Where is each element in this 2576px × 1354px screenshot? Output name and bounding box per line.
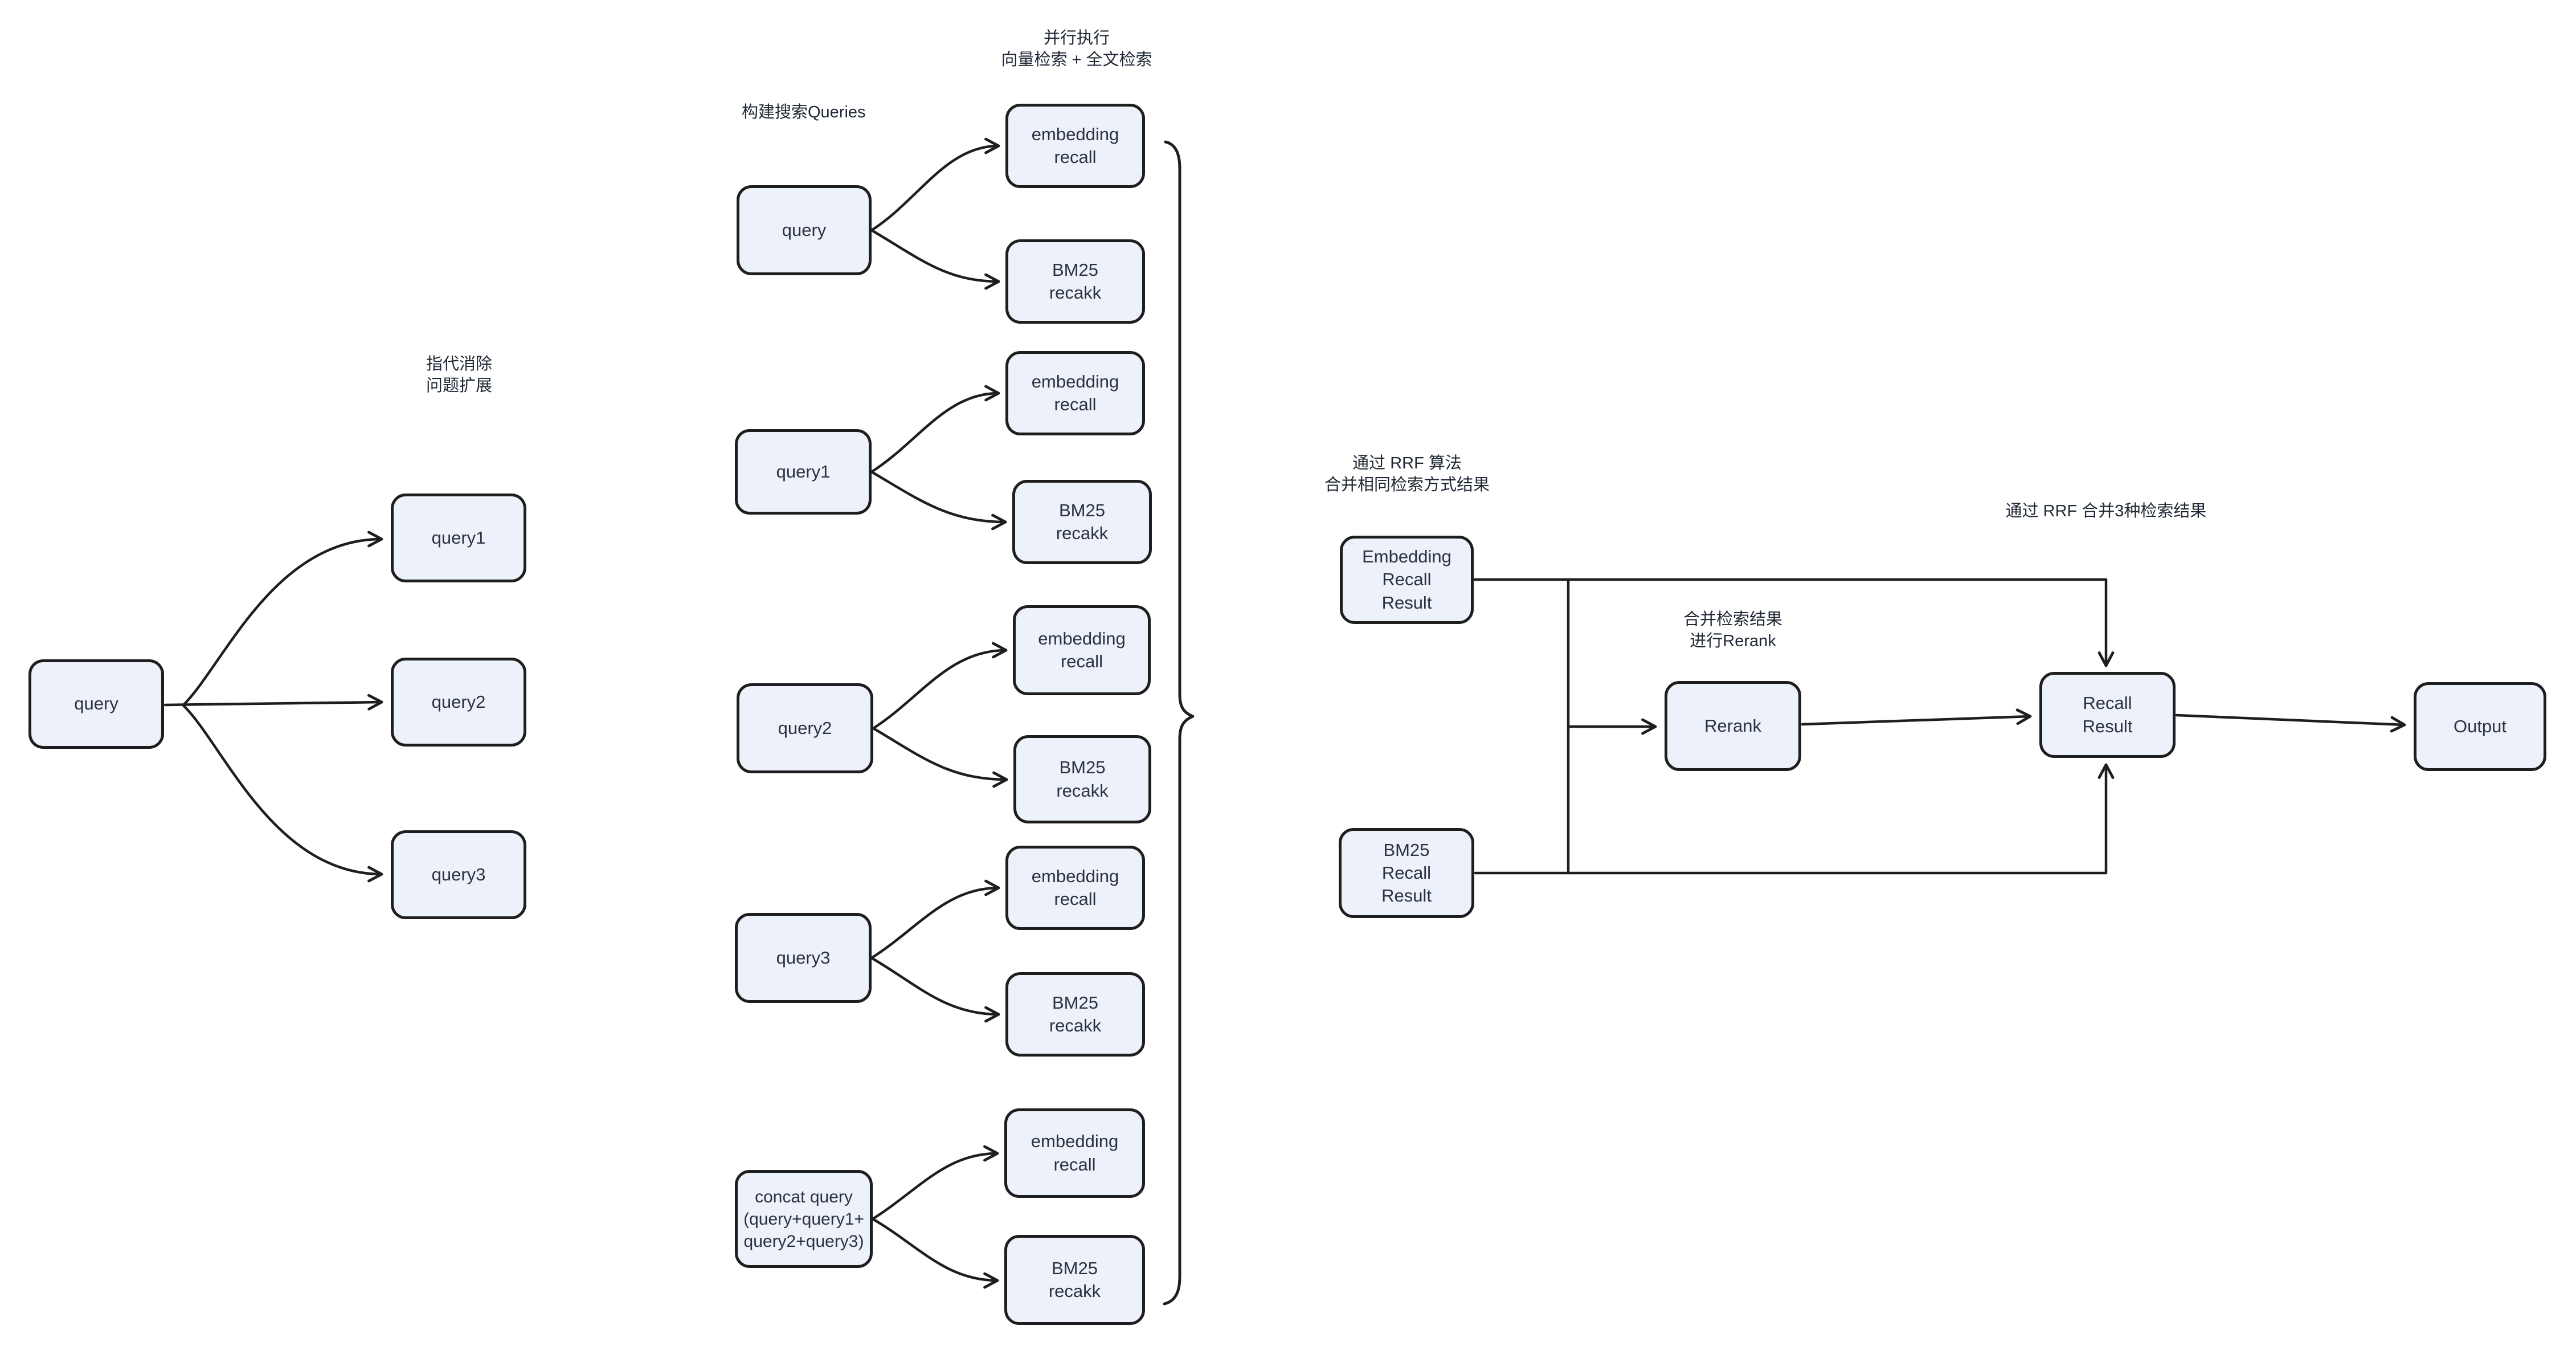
arrow-squery-to-embedding1 — [870, 137, 1000, 232]
node-embedding-recall-4: embedding recall — [1005, 846, 1145, 930]
arrow-squery2-to-bm25-3 — [872, 727, 1008, 788]
arrow-squery-to-bm25-1 — [870, 229, 1000, 290]
arrow-query-to-query1 — [182, 531, 383, 707]
label-build-search-queries: 构建搜索Queries — [742, 103, 866, 121]
node-search-query3: query3 — [735, 913, 872, 1003]
node-bm25-recall-5: BM25 recakk — [1004, 1235, 1145, 1325]
arrow-query-to-query2 — [163, 694, 383, 711]
arrow-concat-to-embedding5 — [871, 1145, 999, 1221]
node-bm25-recall-2: BM25 recakk — [1012, 480, 1152, 564]
node-embedding-recall-5: embedding recall — [1004, 1108, 1145, 1198]
node-expanded-query1: query1 — [391, 494, 526, 582]
node-embedding-recall-result: Embedding Recall Result — [1340, 536, 1474, 624]
arrow-concat-to-bm25-5 — [871, 1217, 999, 1289]
node-bm25-recall-1: BM25 recakk — [1005, 239, 1145, 324]
node-output: Output — [2414, 682, 2546, 771]
arrow-squery3-to-bm25-4 — [870, 956, 1000, 1023]
line-embedding-result-to-recall-top — [1473, 578, 2115, 667]
label-coreference-expansion: 指代消除 问题扩展 — [426, 355, 492, 395]
node-bm25-recall-4: BM25 recakk — [1005, 972, 1145, 1057]
arrow-squery1-to-embedding2 — [870, 385, 1000, 474]
node-rerank: Rerank — [1665, 681, 1801, 771]
node-search-query: query — [737, 185, 872, 275]
collect-brace — [1163, 140, 1195, 1306]
arrow-squery1-to-bm25-2 — [870, 470, 1007, 531]
node-embedding-recall-1: embedding recall — [1005, 104, 1145, 188]
arrow-recall-result-to-output — [2175, 713, 2406, 733]
arrow-query-to-query3 — [182, 704, 383, 883]
node-recall-result: Recall Result — [2039, 672, 2176, 758]
line-bm25-result-to-recall-bottom — [1474, 763, 2115, 875]
node-bm25-recall-3: BM25 recakk — [1013, 735, 1151, 823]
arrow-rerank-to-recall-result — [1801, 708, 2032, 726]
node-bm25-recall-result: BM25 Recall Result — [1339, 828, 1474, 918]
node-expanded-query2: query2 — [391, 658, 526, 747]
node-concat-query: concat query (query+query1+ query2+query… — [735, 1170, 873, 1268]
arrow-squery2-to-embedding3 — [872, 642, 1008, 730]
label-parallel-execution: 并行执行 向量检索 + 全文检索 — [1001, 29, 1152, 70]
node-embedding-recall-2: embedding recall — [1005, 351, 1145, 435]
node-expanded-query3: query3 — [391, 830, 526, 919]
node-search-query1: query1 — [735, 429, 872, 515]
node-embedding-recall-3: embedding recall — [1013, 605, 1151, 695]
label-merge-rerank: 合并检索结果 进行Rerank — [1683, 610, 1782, 651]
node-source-query: query — [28, 659, 164, 749]
label-rrf-merge-same: 通过 RRF 算法 合并相同检索方式结果 — [1324, 454, 1490, 495]
node-search-query2: query2 — [737, 683, 873, 773]
label-rrf-merge-three: 通过 RRF 合并3种检索结果 — [2005, 502, 2207, 520]
arrow-squery3-to-embedding4 — [870, 879, 1000, 960]
